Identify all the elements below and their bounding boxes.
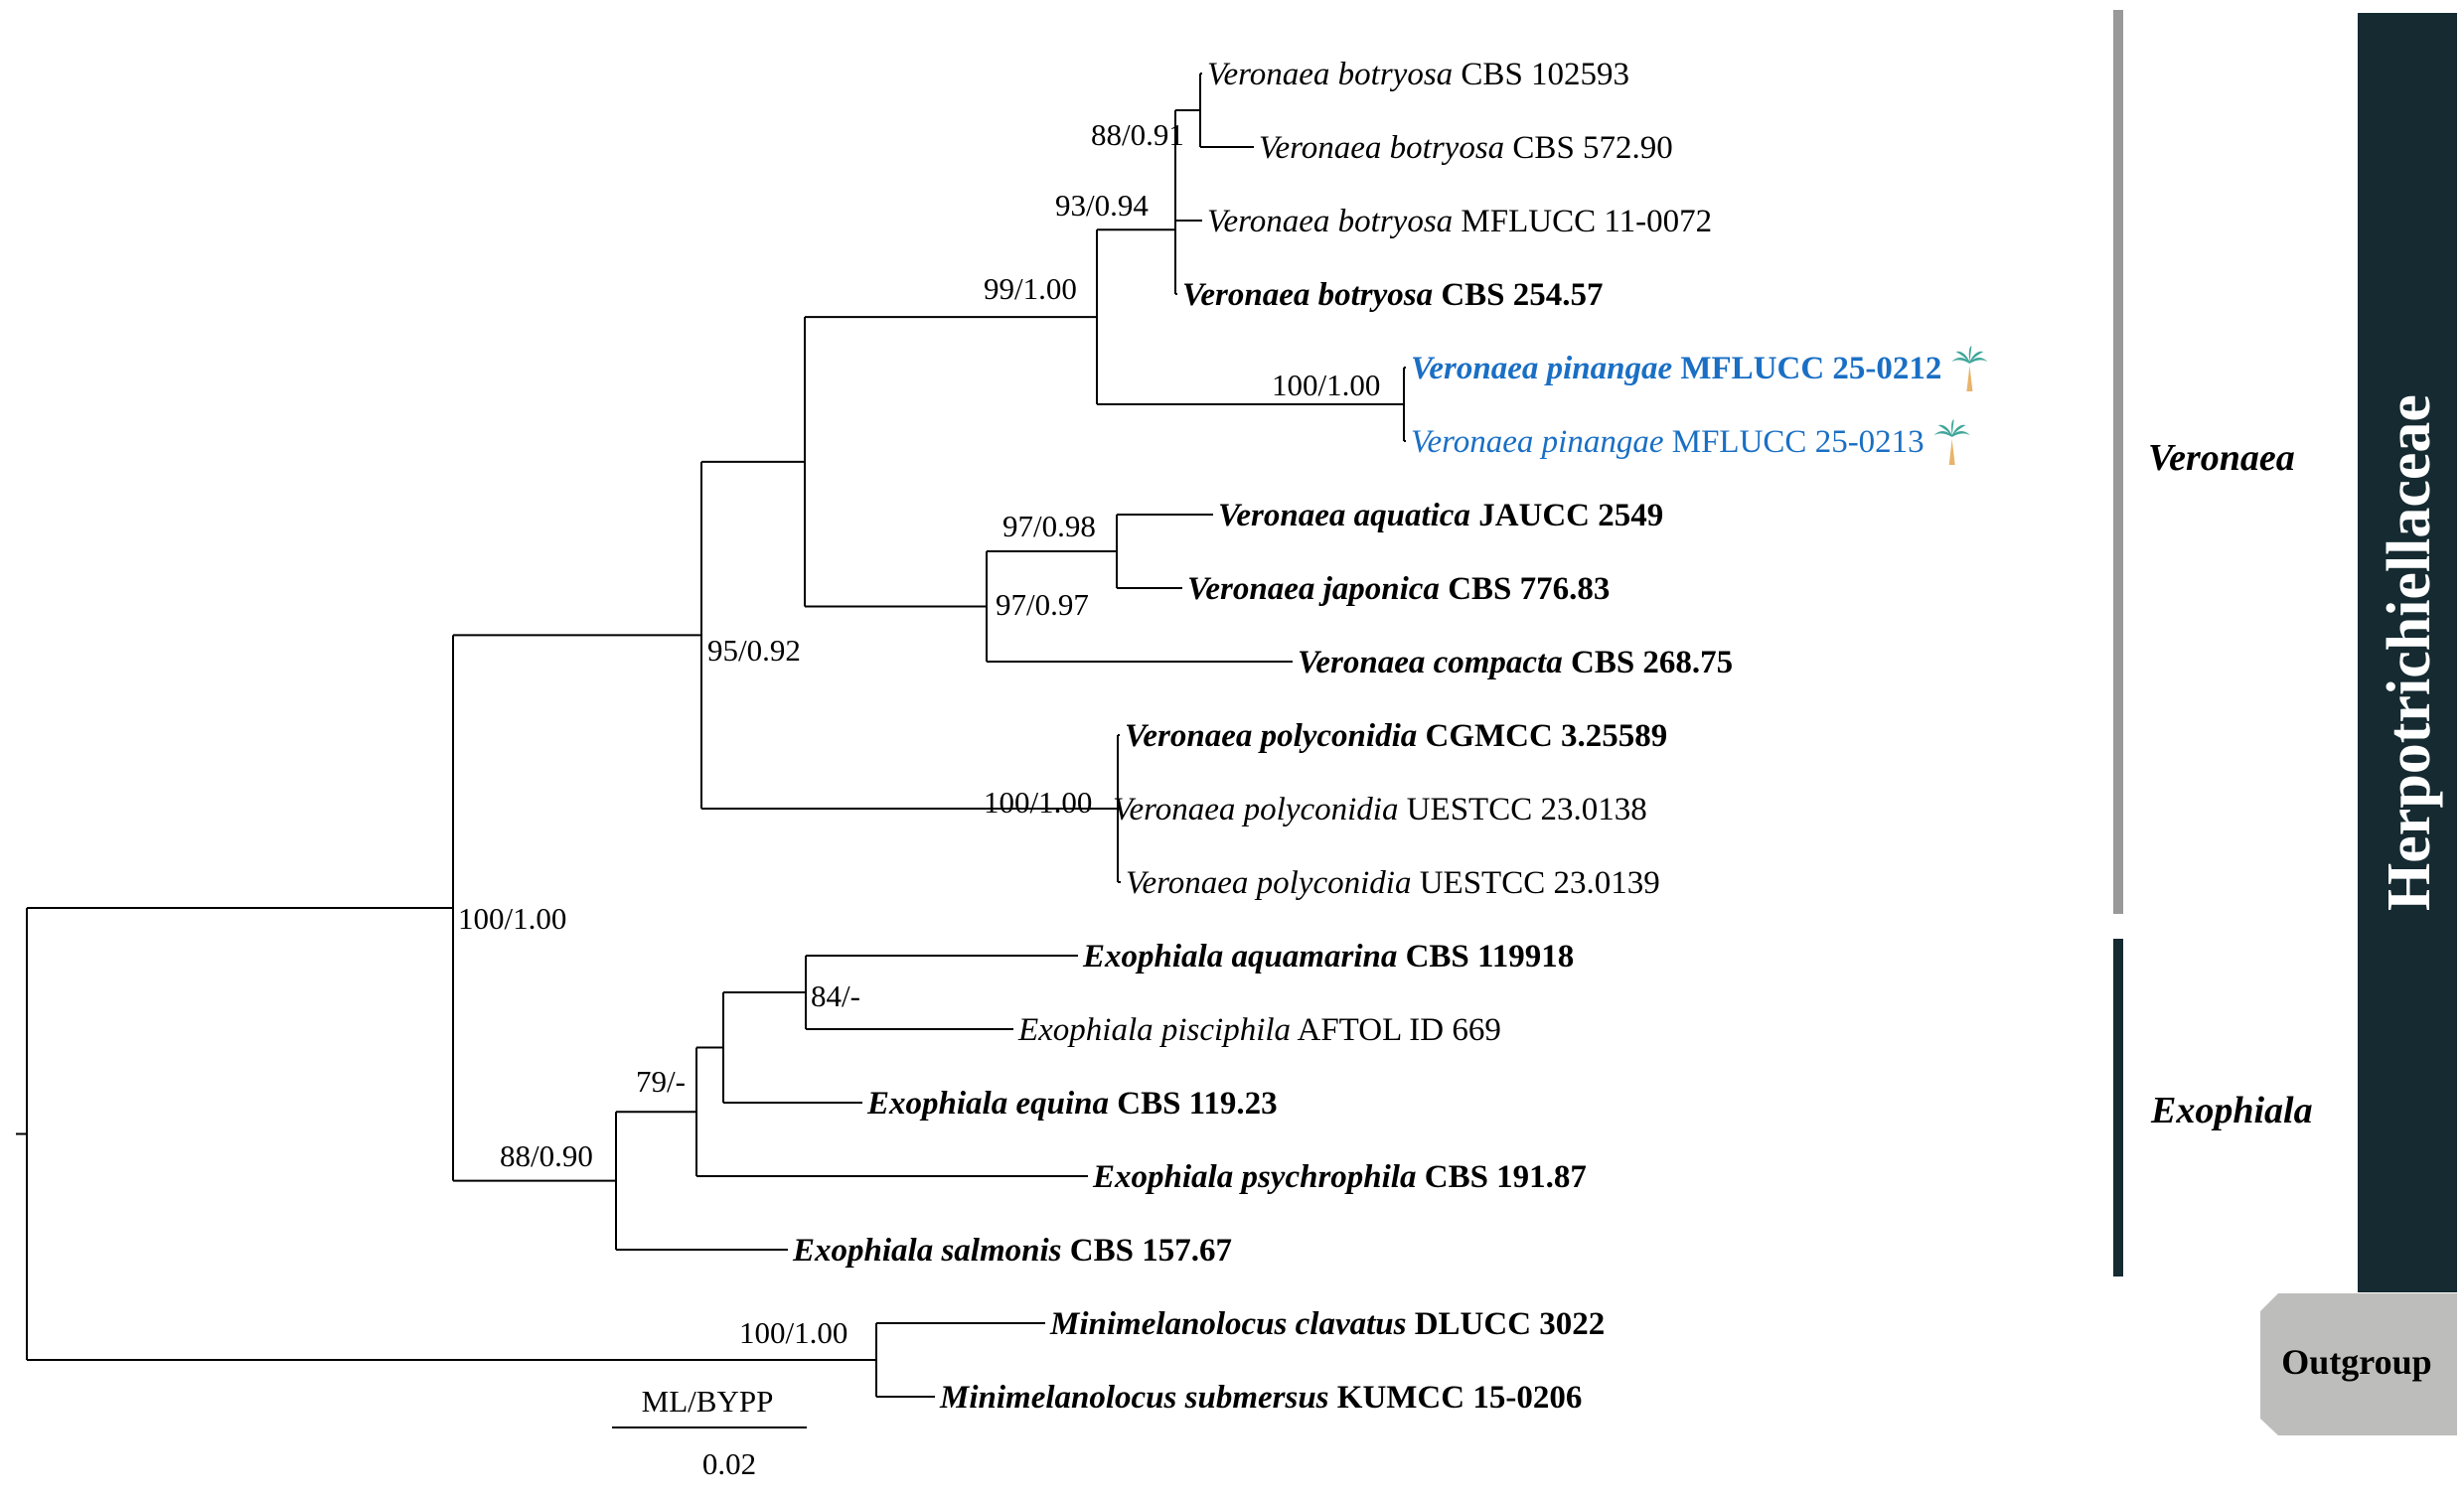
support-value: 95/0.92 bbox=[707, 633, 801, 668]
taxon-strain: JAUCC 2549 bbox=[1470, 498, 1663, 533]
family-box bbox=[2358, 13, 2457, 1292]
taxon-label: Veronaea botryosa CBS 572.90 bbox=[1259, 130, 1673, 166]
support-value: 93/0.94 bbox=[1055, 188, 1149, 223]
taxon-species-name: Exophiala aquamarina bbox=[1082, 939, 1397, 975]
taxon-strain: MFLUCC 25-0213 bbox=[1663, 424, 1924, 460]
support-values: 88/0.91 93/0.94 99/1.00 100/1.00 97/0.98 97/0… bbox=[458, 117, 1380, 1350]
taxon-label: Exophiala aquamarina CBS 119918 bbox=[1082, 939, 1574, 975]
taxon-strain: CBS 268.75 bbox=[1563, 645, 1733, 680]
taxon-species-name: Veronaea polyconidia bbox=[1113, 792, 1398, 827]
support-value: 88/0.90 bbox=[500, 1138, 593, 1173]
taxon-species-name: Exophiala psychrophila bbox=[1092, 1159, 1416, 1195]
taxon-label: Veronaea polyconidia UESTCC 23.0139 bbox=[1126, 865, 1660, 901]
taxon-species-name: Veronaea aquatica bbox=[1218, 498, 1470, 533]
taxon-species-name: Veronaea botryosa bbox=[1207, 57, 1453, 92]
support-value: 97/0.98 bbox=[1002, 509, 1096, 543]
taxon-strain: CBS 572.90 bbox=[1504, 130, 1673, 166]
taxon-strain: CBS 119.23 bbox=[1109, 1086, 1278, 1122]
outgroup-box bbox=[2260, 1293, 2457, 1435]
taxon-strain: MFLUCC 11-0072 bbox=[1453, 204, 1712, 239]
taxon-species-name: Exophiala pisciphila bbox=[1017, 1012, 1291, 1048]
taxon-species-name: Veronaea polyconidia bbox=[1125, 718, 1417, 754]
taxon-label: Veronaea aquatica JAUCC 2549 bbox=[1218, 498, 1663, 533]
support-value: 100/1.00 bbox=[739, 1315, 847, 1350]
scale-bar-value: 0.02 bbox=[702, 1446, 756, 1481]
taxon-label: Veronaea japonica CBS 776.83 bbox=[1187, 571, 1610, 607]
taxon-strain: CBS 191.87 bbox=[1416, 1159, 1586, 1195]
taxon-label: Veronaea compacta CBS 268.75 bbox=[1298, 645, 1733, 680]
palm-tree-icon bbox=[1951, 346, 1988, 391]
taxon-label: Exophiala equina CBS 119.23 bbox=[866, 1086, 1278, 1122]
taxon-species-name: Veronaea polyconidia bbox=[1126, 865, 1411, 901]
support-value: 97/0.97 bbox=[996, 587, 1089, 622]
exophiala-clade-bar bbox=[2113, 939, 2123, 1276]
family-label: Herpotrichiellaceae bbox=[2376, 394, 2443, 911]
taxon-strain: CBS 102593 bbox=[1453, 57, 1629, 92]
taxon-species-name: Exophiala equina bbox=[866, 1086, 1109, 1122]
taxon-label: Minimelanolocus clavatus DLUCC 3022 bbox=[1049, 1306, 1605, 1342]
taxon-species-name: Minimelanolocus clavatus bbox=[1049, 1306, 1406, 1342]
taxon-strain: UESTCC 23.0138 bbox=[1398, 792, 1646, 827]
taxon-label: Veronaea polyconidia UESTCC 23.0138 bbox=[1113, 792, 1647, 827]
taxon-species-name: Exophiala salmonis bbox=[792, 1233, 1062, 1269]
support-value: 88/0.91 bbox=[1091, 117, 1184, 152]
taxon-label: Veronaea pinangae MFLUCC 25-0213 bbox=[1411, 424, 1925, 460]
support-key-label: ML/BYPP bbox=[642, 1384, 774, 1419]
taxon-species-name: Veronaea compacta bbox=[1298, 645, 1563, 680]
taxon-label: Minimelanolocus submersus KUMCC 15-0206 bbox=[939, 1380, 1582, 1416]
taxon-label: Veronaea polyconidia CGMCC 3.25589 bbox=[1125, 718, 1667, 754]
taxon-strain: CBS 119918 bbox=[1397, 939, 1574, 975]
taxon-species-name: Veronaea japonica bbox=[1187, 571, 1440, 607]
taxon-label: Exophiala salmonis CBS 157.67 bbox=[792, 1233, 1232, 1269]
taxon-label: Veronaea botryosa CBS 102593 bbox=[1207, 57, 1629, 92]
genus-label-veronaea: Veronaea bbox=[2148, 437, 2295, 479]
support-value: 84/- bbox=[811, 978, 860, 1013]
taxon-strain: CBS 776.83 bbox=[1440, 571, 1610, 607]
taxon-strain: CGMCC 3.25589 bbox=[1417, 718, 1667, 754]
taxon-strain: MFLUCC 25-0212 bbox=[1672, 351, 1941, 386]
taxon-strain: CBS 254.57 bbox=[1433, 277, 1603, 313]
taxon-species-name: Veronaea pinangae bbox=[1411, 424, 1663, 460]
taxon-species-name: Minimelanolocus submersus bbox=[939, 1380, 1329, 1416]
support-value: 99/1.00 bbox=[984, 271, 1077, 306]
support-value: 79/- bbox=[636, 1064, 686, 1099]
support-value: 100/1.00 bbox=[984, 785, 1092, 820]
taxon-strain: UESTCC 23.0139 bbox=[1411, 865, 1659, 901]
taxon-species-name: Veronaea pinangae bbox=[1411, 351, 1672, 386]
taxon-label: Exophiala psychrophila CBS 191.87 bbox=[1092, 1159, 1587, 1195]
veronaea-clade-bar bbox=[2113, 10, 2123, 914]
palm-tree-icon bbox=[1933, 419, 1970, 465]
outgroup-label: Outgroup bbox=[2281, 1342, 2431, 1382]
taxon-strain: AFTOL ID 669 bbox=[1291, 1012, 1501, 1048]
taxon-label: Exophiala pisciphila AFTOL ID 669 bbox=[1017, 1012, 1501, 1048]
taxon-strain: KUMCC 15-0206 bbox=[1329, 1380, 1583, 1416]
taxon-label: Veronaea botryosa CBS 254.57 bbox=[1182, 277, 1604, 313]
taxon-strain: CBS 157.67 bbox=[1062, 1233, 1232, 1269]
taxon-label: Veronaea botryosa MFLUCC 11-0072 bbox=[1207, 204, 1712, 239]
support-value: 100/1.00 bbox=[458, 901, 566, 936]
taxon-label: Veronaea pinangae MFLUCC 25-0212 bbox=[1411, 351, 1941, 386]
support-value: 100/1.00 bbox=[1272, 368, 1380, 402]
taxon-species-name: Veronaea botryosa bbox=[1182, 277, 1433, 313]
taxon-strain: DLUCC 3022 bbox=[1406, 1306, 1605, 1342]
taxon-species-name: Veronaea botryosa bbox=[1259, 130, 1504, 166]
taxon-species-name: Veronaea botryosa bbox=[1207, 204, 1453, 239]
tree-branches bbox=[16, 73, 1406, 1398]
genus-label-exophiala: Exophiala bbox=[2150, 1090, 2313, 1131]
